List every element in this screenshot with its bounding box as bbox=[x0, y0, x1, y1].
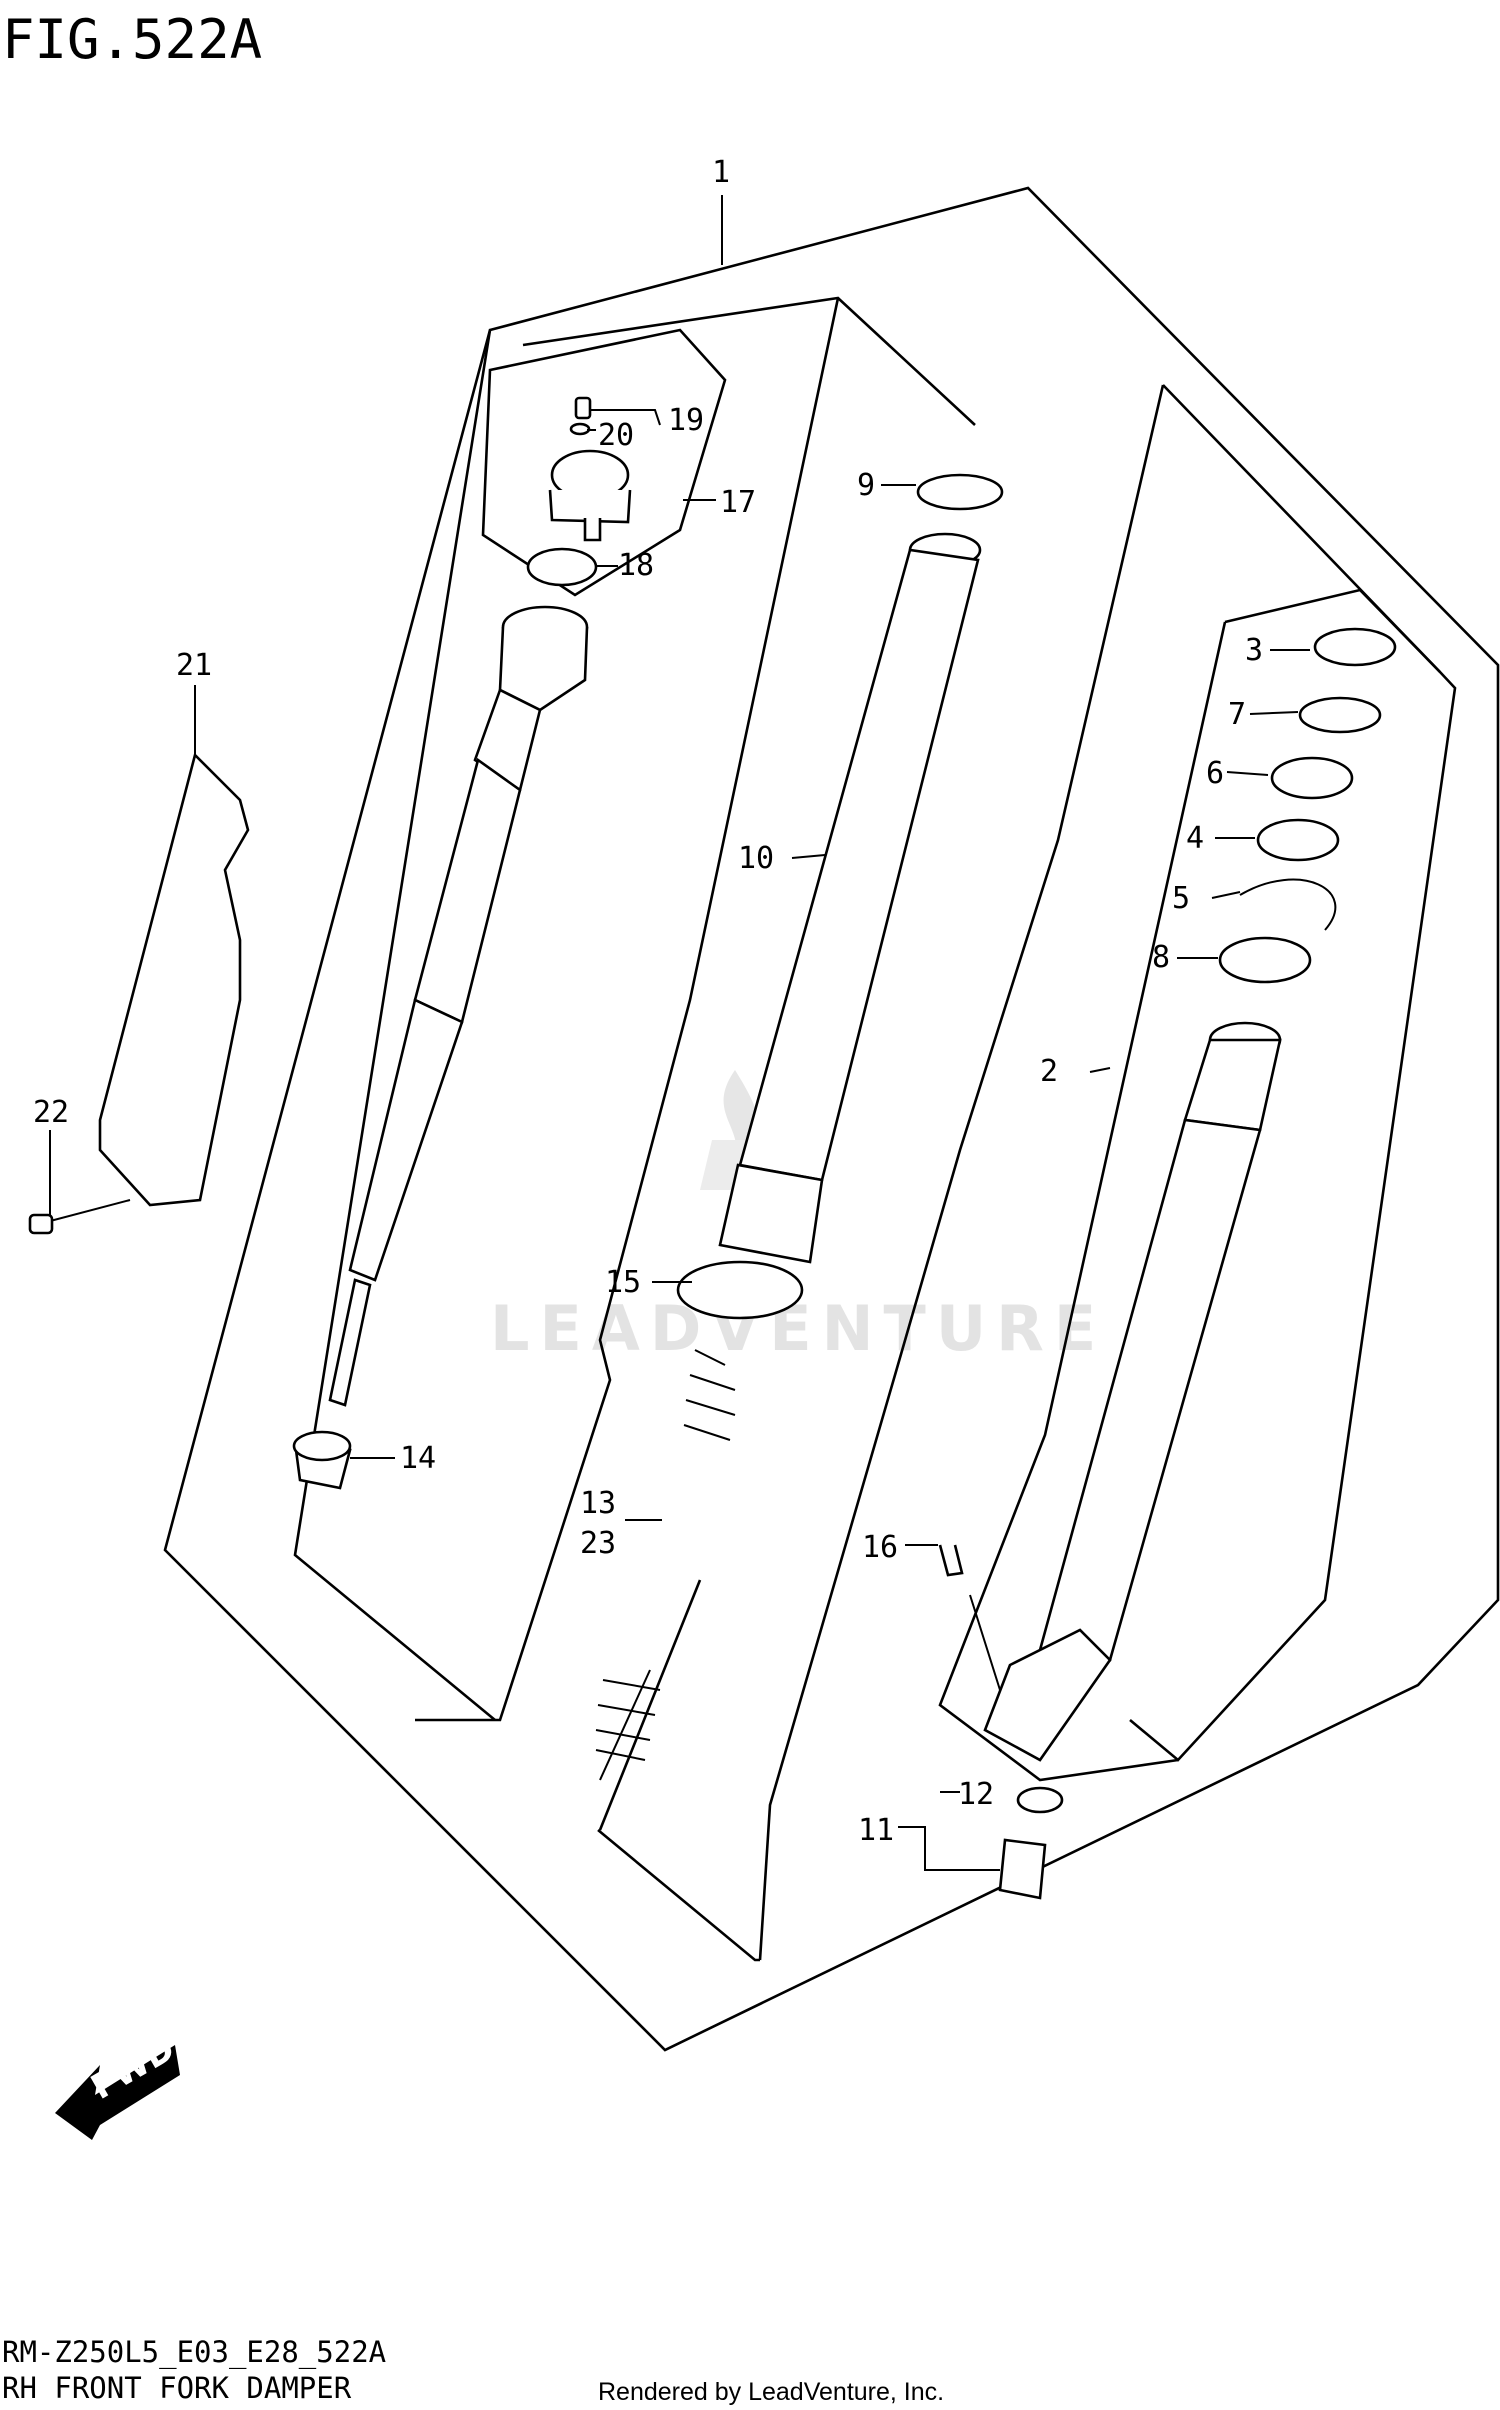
outer-tube-frame bbox=[1129, 384, 1457, 1762]
bolt-19 bbox=[574, 396, 592, 420]
bolt-16 bbox=[938, 1544, 964, 1577]
callout-16: 16 bbox=[862, 1530, 898, 1565]
fork-guard bbox=[28, 752, 250, 1235]
cap-leg bbox=[583, 518, 602, 542]
leader-19 bbox=[590, 409, 661, 426]
damper-rod bbox=[348, 998, 464, 1282]
damper-rod-assembly bbox=[292, 605, 589, 1490]
inner-tube-bottom bbox=[718, 1163, 824, 1264]
diagram-subtitle: RH FRONT FORK DAMPER bbox=[2, 2371, 352, 2405]
callout-3: 3 bbox=[1245, 633, 1263, 668]
bushing-7 bbox=[1298, 696, 1382, 734]
fwd-arrow-shape bbox=[55, 2045, 180, 2140]
spring-frame-bottom bbox=[597, 1828, 760, 1962]
fwd-arrow-icon: FWD bbox=[55, 2029, 182, 2140]
damper-cap-assembly bbox=[526, 396, 632, 587]
leader-lines bbox=[49, 195, 1310, 1871]
damper-frame-divider bbox=[415, 297, 840, 1722]
outer-tube-assembly bbox=[938, 627, 1397, 1900]
damper-cylinder bbox=[413, 757, 522, 1024]
leader-5 bbox=[1211, 891, 1241, 899]
spring-lower-coils bbox=[595, 1679, 661, 1761]
dust-seal-8 bbox=[1218, 936, 1312, 984]
callout-labels: 1 2 3 4 5 6 7 8 9 10 11 12 13 14 15 16 1… bbox=[33, 155, 1263, 1848]
model-code: RM-Z250L5_E03_E28_522A bbox=[2, 2335, 386, 2370]
render-credit: Rendered by LeadVenture, Inc. bbox=[598, 2378, 944, 2406]
callout-18: 18 bbox=[618, 548, 654, 583]
callout-23: 23 bbox=[580, 1526, 616, 1561]
inner-tube-assembly bbox=[676, 473, 1004, 1320]
callout-7: 7 bbox=[1228, 697, 1246, 732]
callout-19: 19 bbox=[668, 403, 704, 438]
plug-11 bbox=[998, 1838, 1047, 1900]
spring-assembly bbox=[595, 1349, 736, 1781]
bushing-14-top bbox=[292, 1430, 352, 1462]
callout-22: 22 bbox=[33, 1095, 69, 1130]
callout-12: 12 bbox=[958, 1777, 994, 1812]
axle-bracket bbox=[983, 1628, 1112, 1762]
screw-22 bbox=[28, 1213, 54, 1235]
o-ring-15 bbox=[676, 1260, 804, 1320]
assembly-frames bbox=[163, 186, 1500, 2052]
seal-frame-left bbox=[938, 621, 1227, 1782]
outer-tube-head bbox=[1183, 1038, 1282, 1132]
outer-tube-2 bbox=[1038, 1118, 1262, 1662]
washer-20 bbox=[569, 422, 591, 436]
leader-16 bbox=[905, 1544, 1001, 1691]
damper-frame-left bbox=[293, 329, 496, 1722]
assembly-1-frame bbox=[163, 186, 1500, 2052]
cap-lower bbox=[548, 489, 632, 524]
callout-5: 5 bbox=[1172, 881, 1190, 916]
leader-11 bbox=[898, 1826, 1000, 1871]
callout-17: 17 bbox=[720, 485, 756, 520]
guard-21 bbox=[98, 752, 250, 1207]
damper-rod-lower bbox=[328, 1278, 372, 1407]
callout-21: 21 bbox=[176, 648, 212, 683]
washer-6 bbox=[1270, 756, 1354, 800]
leader-10 bbox=[791, 854, 826, 859]
spring-frame-left bbox=[598, 1579, 702, 1831]
callout-6: 6 bbox=[1206, 756, 1224, 791]
callout-15: 15 bbox=[605, 1265, 641, 1300]
watermark-text: LEADVENTURE bbox=[490, 1292, 1106, 1365]
callout-9: 9 bbox=[857, 468, 875, 503]
outer-tube-frame-left bbox=[758, 384, 1165, 1961]
leader-7 bbox=[1249, 711, 1299, 715]
callout-14: 14 bbox=[400, 1441, 436, 1476]
cap-subframe bbox=[481, 328, 727, 597]
bushing-3 bbox=[1313, 627, 1397, 667]
oil-seal-4 bbox=[1256, 818, 1340, 862]
seal-frame-top bbox=[1224, 588, 1441, 673]
callout-10: 10 bbox=[738, 841, 774, 876]
callout-4: 4 bbox=[1186, 821, 1204, 856]
callout-13: 13 bbox=[580, 1486, 616, 1521]
clip-5 bbox=[1239, 878, 1337, 931]
spring-stem bbox=[599, 1669, 651, 1781]
spring-upper-coils bbox=[683, 1349, 736, 1441]
callout-20: 20 bbox=[598, 418, 634, 453]
ring-9 bbox=[916, 473, 1004, 511]
callout-8: 8 bbox=[1152, 940, 1170, 975]
callout-11: 11 bbox=[858, 1813, 894, 1848]
inner-tube-10 bbox=[738, 548, 980, 1182]
callout-2: 2 bbox=[1040, 1054, 1058, 1089]
figure-title: FIG.522A bbox=[2, 8, 262, 71]
callout-1: 1 bbox=[712, 155, 730, 190]
leader-2 bbox=[1089, 1067, 1111, 1073]
o-ring-18 bbox=[526, 547, 598, 587]
o-ring-12 bbox=[1016, 1786, 1064, 1814]
leader-6 bbox=[1226, 771, 1269, 776]
